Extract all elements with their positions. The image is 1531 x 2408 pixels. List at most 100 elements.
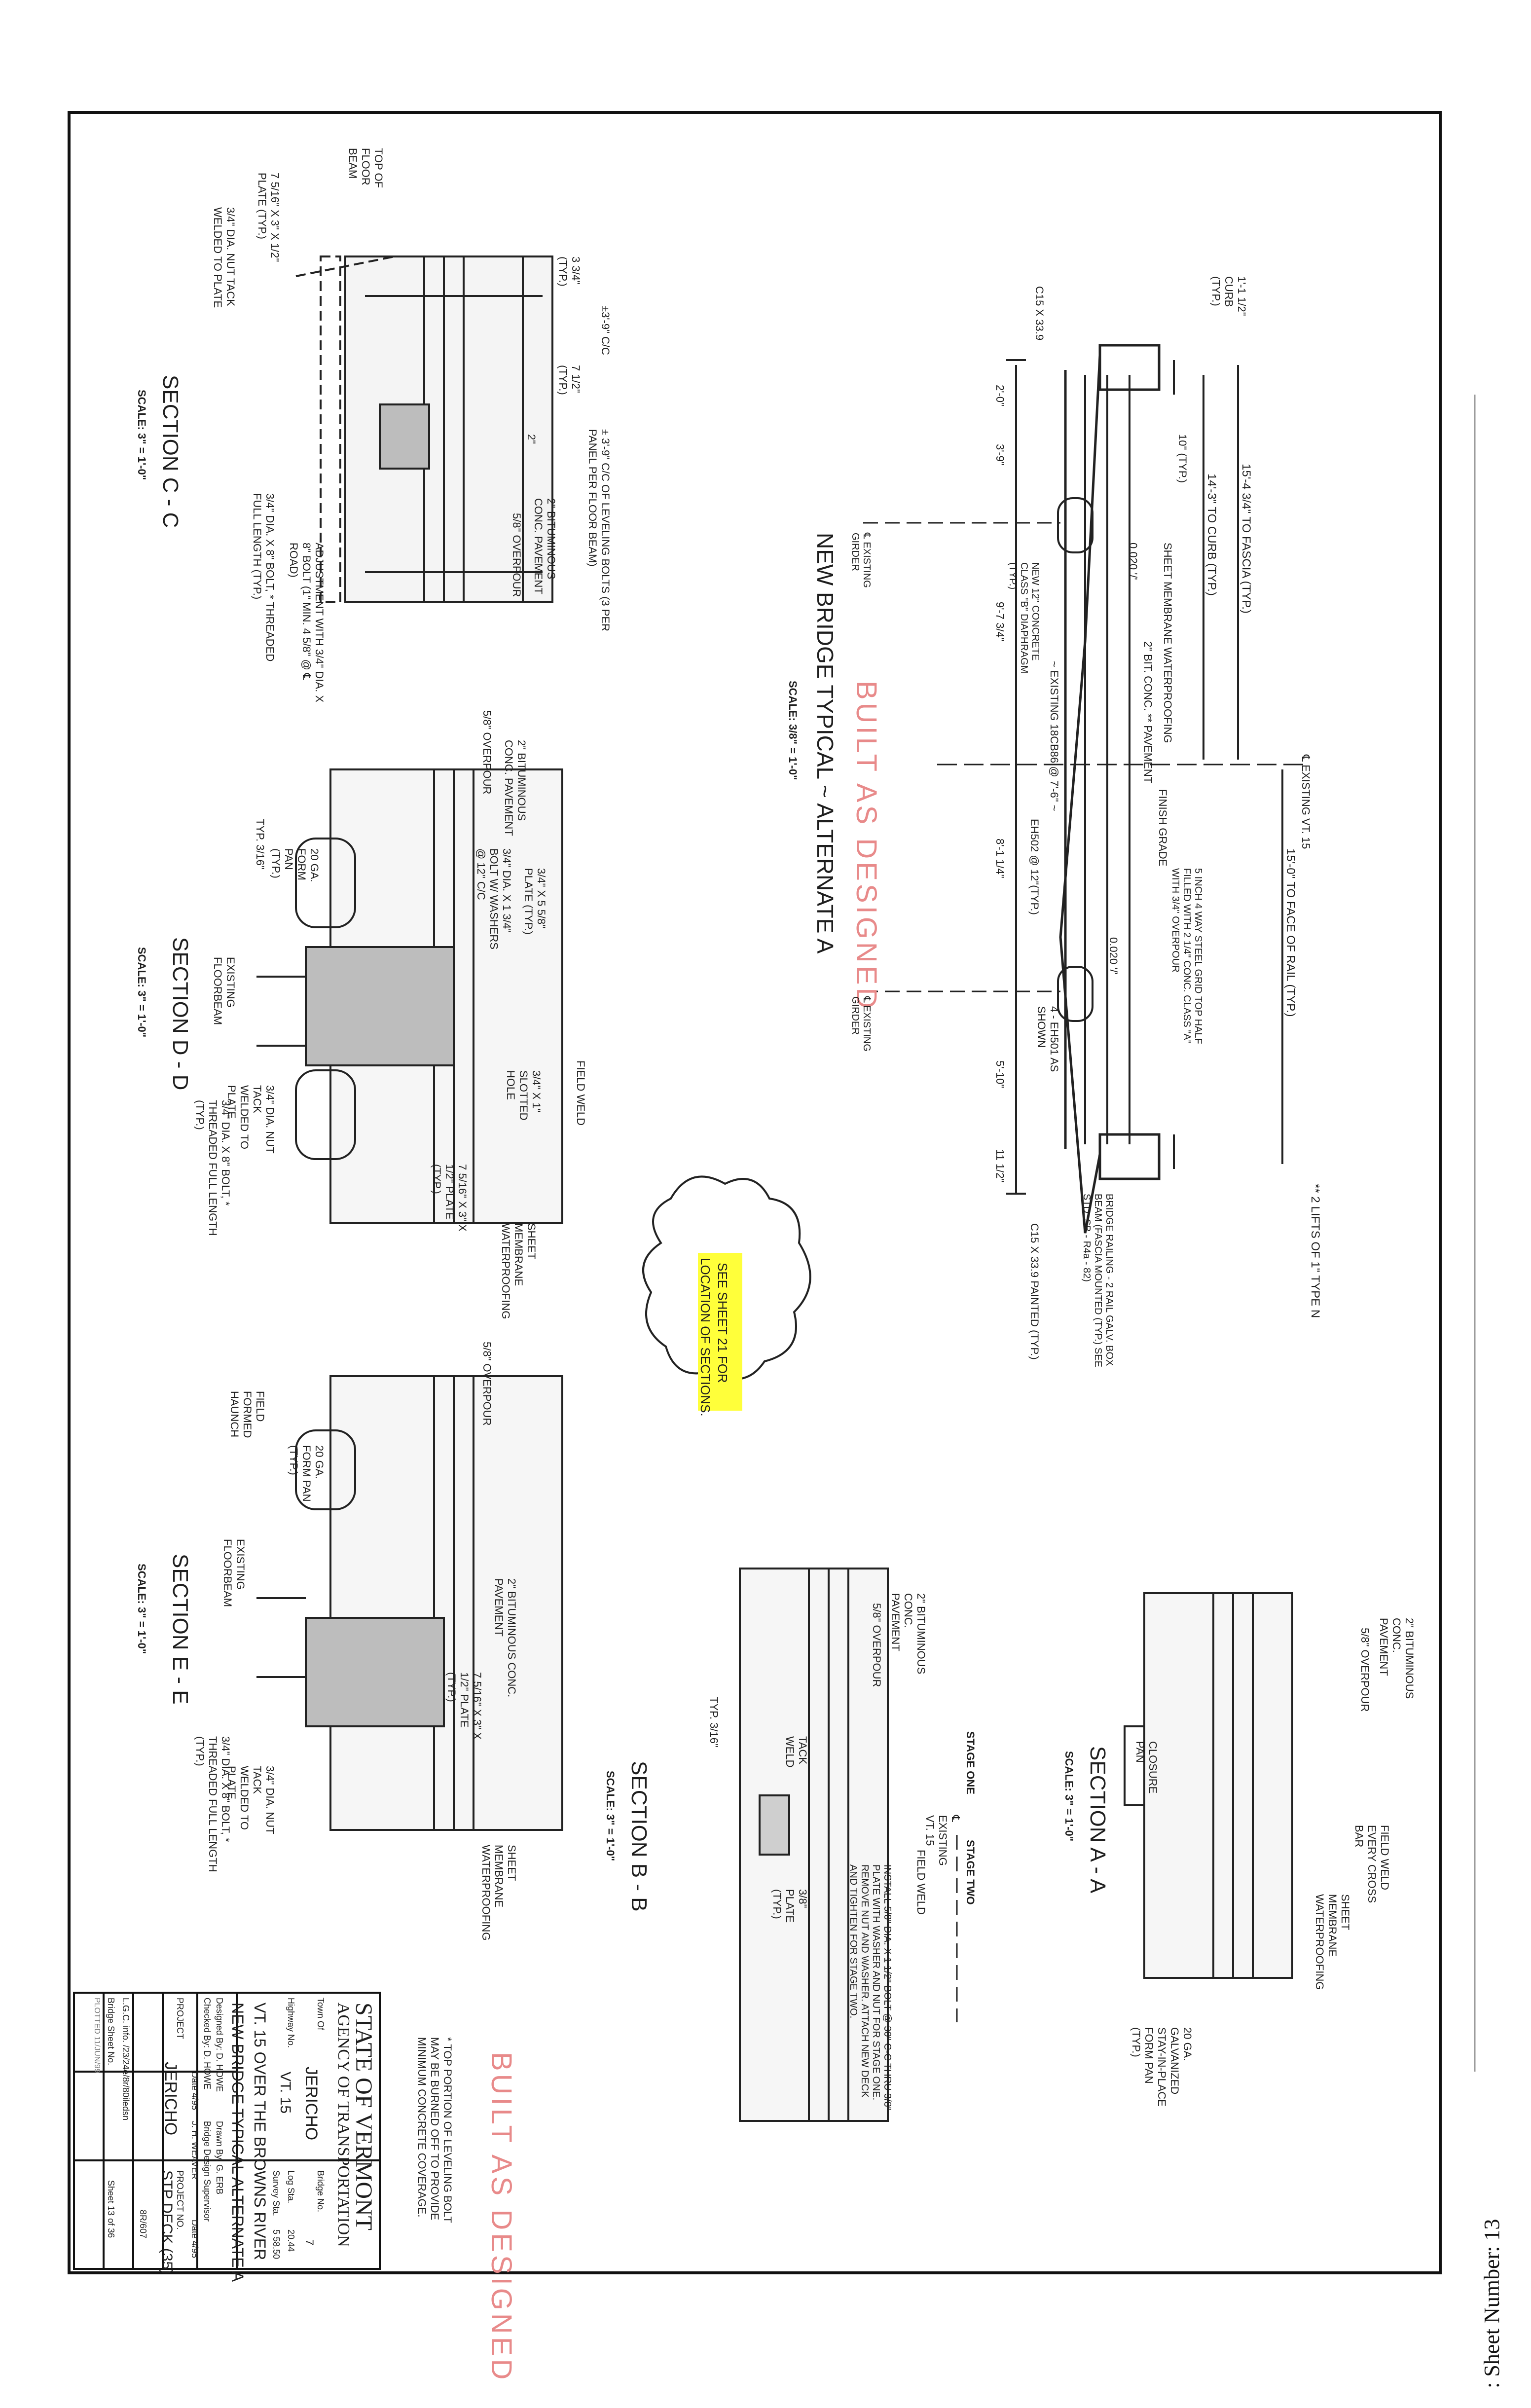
title-checked: Checked By: D. HOWE bbox=[202, 1998, 212, 2090]
section-b-field-weld: FIELD WELD bbox=[915, 1850, 927, 1915]
section-d-typ: TYP. 3/16" bbox=[254, 819, 266, 870]
section-a-membrane: SHEET MEMBRANE WATERPROOFING bbox=[1313, 1894, 1351, 1990]
cloud-note-outline bbox=[642, 1175, 811, 1380]
section-e-bit: 2" BITUMINOUS CONC. PAVEMENT bbox=[493, 1578, 518, 1698]
typical-c15-right: C15 X 33.9 PAINTED (TYP.) bbox=[1028, 1223, 1041, 1360]
section-c-dim2: 7 1/2" (TYP.) bbox=[557, 365, 582, 395]
title-date1: Date 4/95 bbox=[190, 2072, 200, 2111]
section-e-plate: 7 5/16" X 3" X 1/2" PLATE (TYP.) bbox=[445, 1672, 483, 1740]
section-c-spacing2: ± 3'-9" C/C OF LEVELING BOLTS (3 PER PAN… bbox=[586, 429, 612, 632]
title-date2: Date 4/95 bbox=[190, 2220, 200, 2259]
typical-dim-3: 9'-7 3/4" bbox=[994, 602, 1006, 642]
title-project-town: JERICHO bbox=[161, 2062, 180, 2136]
title-plotted: PLOTTED 11/JUN/99 bbox=[93, 1998, 101, 2073]
title-desc2: NEW BRIDGE TYPICAL ALTERNATE A bbox=[229, 2003, 247, 2282]
typical-section-drawing bbox=[863, 344, 1307, 1234]
section-d-bolt-washers: 3/4" DIA. X 1 3/4" BOLT W/ WASHERS @ 12"… bbox=[475, 848, 513, 949]
title-desc1: VT. 15 OVER THE BROWNS RIVER bbox=[251, 2003, 269, 2261]
section-d-scale: SCALE: 3" = 1'-0" bbox=[136, 947, 148, 1038]
typical-slope2: 0.020 '/' bbox=[1107, 937, 1120, 975]
section-e-title: SECTION E - E bbox=[168, 1554, 192, 1705]
section-e-form-pan: 20 GA. FORM PAN (TYP.) bbox=[288, 1445, 326, 1502]
section-a-overpour: 5/8" OVERPOUR bbox=[1359, 1628, 1371, 1712]
section-c-drawing bbox=[295, 255, 553, 603]
section-c-top-floor: TOP OF FLOOR BEAM bbox=[347, 148, 385, 188]
title-super-name: J. H. WEAVER bbox=[190, 2121, 200, 2180]
title-log-sta-label: Log Sta. bbox=[286, 2170, 296, 2204]
section-c-bolt: 3/4" DIA. X 8" BOLT, * THREADED FULL LEN… bbox=[251, 493, 276, 662]
typical-cl-existing: ℄ EXISTING VT. 15 bbox=[1300, 755, 1312, 849]
typical-railing: BRIDGE RAILING - 2 RAIL GALV. BOX BEAM (… bbox=[1081, 1194, 1115, 1367]
title-bridge-no: 7 bbox=[303, 2239, 316, 2246]
section-c-bit: 2" BITUMINOUS CONC. PAVEMENT bbox=[532, 498, 557, 594]
section-d-drawing bbox=[256, 768, 563, 1224]
section-a-closure: CLOSURE PAN bbox=[1134, 1741, 1159, 1794]
section-b-stage-two: STAGE TWO bbox=[964, 1840, 977, 1905]
typical-existing-beam: ~ EXISTING 18CB86 @ 7'-6" ~ bbox=[1048, 661, 1060, 811]
section-b-stage-one: STAGE ONE bbox=[964, 1731, 977, 1794]
section-d-overpour: 5/8" OVERPOUR bbox=[481, 710, 493, 795]
sheet-number-text: : Sheet Number: 13 bbox=[1480, 2219, 1504, 2388]
typical-finish: FINISH GRADE bbox=[1157, 789, 1169, 867]
stamp-built-as-designed-1: BUILT AS DESIGNED bbox=[850, 681, 882, 1012]
section-b-overpour: 5/8" OVERPOUR bbox=[871, 1603, 883, 1687]
section-e-haunch: FIELD FORMED HAUNCH bbox=[228, 1391, 266, 1438]
section-b-cl: ℄ EXISTING VT. 15 bbox=[924, 1815, 962, 1866]
typical-eh501: 4 - EH501 AS SHOWN bbox=[1035, 1006, 1060, 1072]
section-c-dim1: 3 3/4" (TYP.) bbox=[557, 256, 582, 287]
title-log-sta: 20.44 bbox=[286, 2229, 296, 2252]
typical-to-curb: 14'-3" TO CURB (TYP.) bbox=[1205, 474, 1218, 596]
typical-dim-2: 3'-9" bbox=[994, 444, 1006, 466]
title-designed: Designed By: D. HOWE bbox=[215, 1998, 224, 2092]
stamp-built-as-designed-2: BUILT AS DESIGNED bbox=[485, 2052, 517, 2383]
section-d-slotted: 3/4" X 1" SLOTTED HOLE bbox=[505, 1070, 543, 1121]
title-survey: 5 58.50 bbox=[271, 2229, 281, 2260]
section-d-field-weld: FIELD WELD bbox=[575, 1060, 587, 1126]
section-d-plate: 3/4" X 5 5/8" PLATE (TYP.) bbox=[522, 868, 547, 935]
section-b-bit: 2" BITUMINOUS CONC. PAVEMENT bbox=[889, 1593, 927, 1675]
title-town-label: Town Of bbox=[316, 1998, 326, 2031]
typical-curb-note: 1'-1 1/2" CURB (TYP.) bbox=[1210, 276, 1248, 316]
title-bridge-no-label: Bridge No. bbox=[316, 2170, 326, 2213]
section-a-scale: SCALE: 3" = 1'-0" bbox=[1063, 1751, 1075, 1842]
section-c-nut: 3/4" DIA. NUT TACK WELDED TO PLATE bbox=[212, 207, 237, 308]
section-a-bit: 2" BITUMINOUS CONC. PAVEMENT bbox=[1378, 1618, 1416, 1699]
section-e-drawing bbox=[256, 1375, 563, 1831]
sheet-number-note: : Sheet Number: 13 bbox=[1479, 2181, 1509, 2388]
typical-c15-left: C15 X 33.9 bbox=[1033, 286, 1046, 341]
section-b-scale: SCALE: 3" = 1'-0" bbox=[604, 1771, 617, 1861]
section-d-bolt: 3/4" DIA. X 8" BOLT, * THREADED FULL LEN… bbox=[194, 1100, 232, 1236]
typical-dim-5: 5'-10" bbox=[994, 1060, 1006, 1089]
section-d-bit: 2" BITUMINOUS CONC. PAVEMENT bbox=[503, 740, 528, 836]
title-project-no: STP DECK (35) bbox=[159, 2170, 175, 2275]
title-supervisor: Bridge Design Supervisor bbox=[202, 2121, 212, 2222]
typical-scale: SCALE: 3/8" = 1'-0" bbox=[787, 681, 799, 780]
typical-lifts: ** 2 LIFTS OF 1" TYPE N bbox=[1309, 1184, 1322, 1318]
typical-eh502: EH502 @ 12"(TYP.) bbox=[1028, 819, 1041, 915]
section-a-field-weld: FIELD WELD EVERY CROSS BAR bbox=[1353, 1825, 1391, 1903]
typical-slope1: 0.020 '/' bbox=[1127, 543, 1139, 580]
typical-dim-6: 11 1/2" bbox=[994, 1149, 1006, 1183]
section-b-tack: TACK WELD bbox=[784, 1736, 809, 1768]
cloud-note-highlight bbox=[698, 1253, 742, 1411]
section-d-floorbeam: EXISTING FLOORBEAM bbox=[212, 957, 237, 1025]
typical-title: NEW BRIDGE TYPICAL ~ ALTERNATE A bbox=[812, 533, 838, 954]
title-sheet-no-label: Bridge Sheet No. bbox=[106, 1998, 116, 2066]
section-c-plate: 7 5/16" X 3" X 1/2" PLATE (TYP.) bbox=[256, 173, 281, 262]
cloud-note-line1: SEE SHEET 21 FOR bbox=[715, 1263, 730, 1383]
section-d-membrane: SHEET MEMBRANE WATERPROOFING bbox=[500, 1223, 538, 1319]
title-survey-label: Survey Sta. bbox=[271, 2170, 281, 2217]
title-highway-label: Highway No. bbox=[286, 1998, 296, 2048]
section-c-spacing1: ±3'-9" C/C bbox=[599, 306, 612, 355]
section-e-scale: SCALE: 3" = 1'-0" bbox=[136, 1564, 148, 1654]
section-a-drawing bbox=[1124, 1592, 1293, 1979]
section-b-title: SECTION B - B bbox=[627, 1761, 651, 1912]
typical-to-face-rail: 15'-0" TO FACE OF RAIL (TYP.) bbox=[1284, 848, 1297, 1017]
title-drawn: Drawn By: G. ERB bbox=[215, 2121, 224, 2195]
typical-girder-left: ℄ EXISTING GIRDER bbox=[850, 533, 872, 588]
title-block bbox=[73, 1992, 381, 2270]
section-e-nut: 3/4" DIA. NUT TACK WELDED TO PLATE bbox=[225, 1766, 276, 1834]
section-c-scale: SCALE: 3" = 1'-0" bbox=[136, 390, 148, 480]
title-project-no-label: PROJECT NO. bbox=[175, 2170, 185, 2230]
